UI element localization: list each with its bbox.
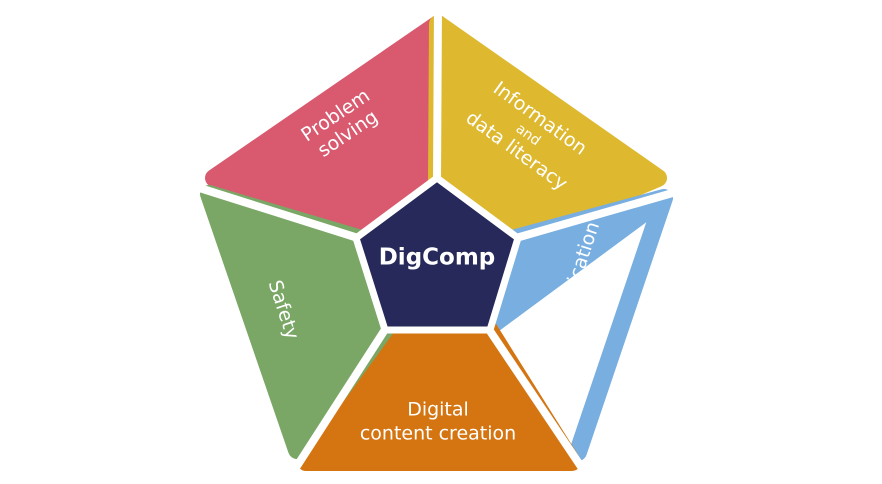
- label-line: content creation: [360, 423, 516, 445]
- label-digital-content-creation: Digital content creation: [360, 399, 516, 445]
- center-label: DigComp: [379, 245, 496, 271]
- center-pentagon: [352, 174, 522, 334]
- label-line: Digital: [407, 399, 469, 421]
- segment-dividers: [186, 1, 694, 484]
- label-line: and: [578, 285, 601, 315]
